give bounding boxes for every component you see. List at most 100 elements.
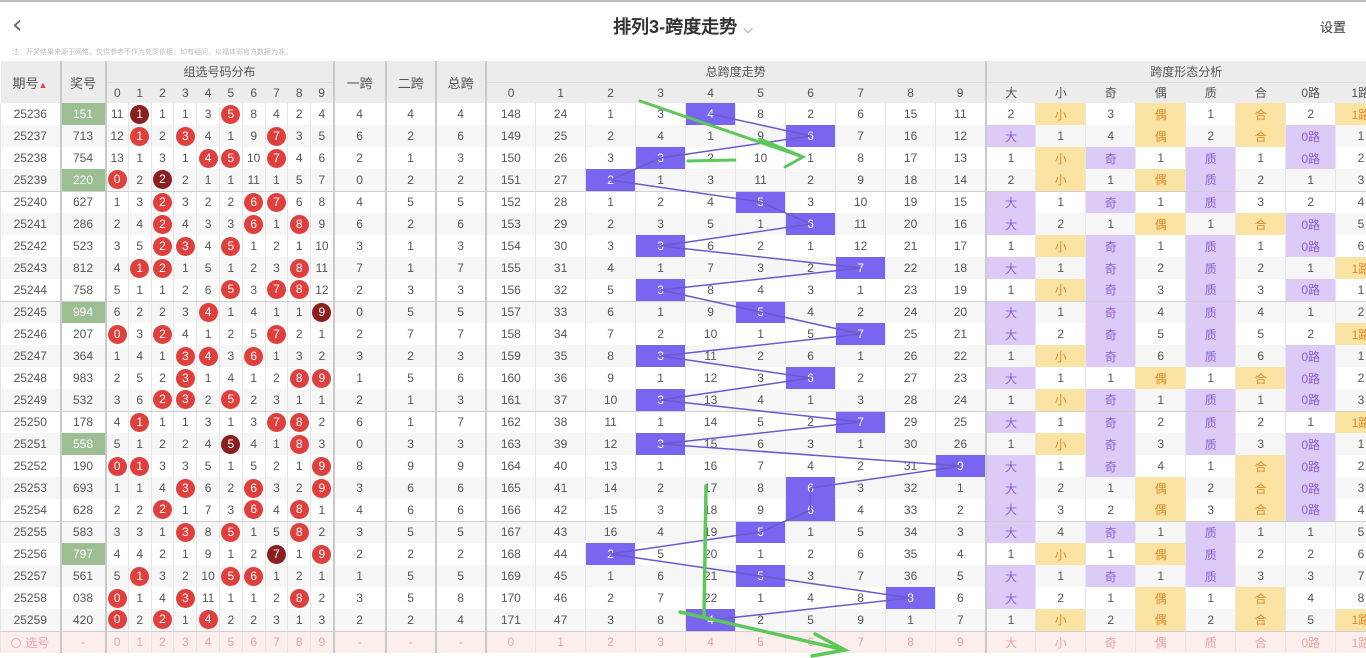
select-form[interactable]: 质: [1185, 631, 1236, 653]
select-label[interactable]: 选号: [0, 631, 62, 653]
trend-cell: 154: [485, 235, 536, 257]
dist-cell: 4: [196, 147, 220, 169]
total-span-cell: 3: [435, 433, 487, 455]
dist-digit-header: 4: [196, 81, 220, 103]
select-dist-digit[interactable]: 9: [310, 631, 335, 653]
dist-cell: 5: [218, 565, 243, 587]
span1-cell: 3: [333, 235, 387, 257]
select-trend-digit[interactable]: 5: [735, 631, 786, 653]
select-dist-digit[interactable]: 3: [173, 631, 197, 653]
select-dist-digit[interactable]: 5: [218, 631, 243, 653]
dist-cell: 1: [287, 609, 311, 632]
select-form[interactable]: 偶: [1135, 631, 1186, 653]
trend-cell: 156: [485, 279, 536, 302]
select-form[interactable]: 奇: [1085, 631, 1136, 653]
form-cell: 1: [985, 147, 1036, 169]
prize-cell: 561: [60, 565, 107, 587]
select-trend-digit[interactable]: 8: [885, 631, 936, 653]
trend-cell: 6: [785, 345, 836, 367]
page-title[interactable]: 排列3-跨度走势⌵: [0, 13, 1366, 39]
number-ball: 3: [175, 478, 195, 498]
select-trend-digit[interactable]: 4: [685, 631, 736, 653]
trend-cell: 8: [835, 587, 886, 609]
select-dist-digit[interactable]: 0: [105, 631, 129, 653]
total-span-cell: 5: [435, 521, 487, 543]
select-trend-digit[interactable]: 9: [935, 631, 987, 653]
form-cell: 合: [1235, 213, 1286, 235]
select-trend-digit[interactable]: 2: [585, 631, 636, 653]
trend-cell: 153: [485, 213, 536, 235]
trend-cell: 4: [735, 389, 786, 412]
form-cell: 大: [985, 191, 1036, 213]
select-trend-digit[interactable]: 1: [535, 631, 586, 653]
form-cell: 3: [1235, 433, 1286, 455]
select-form[interactable]: 0路: [1285, 631, 1336, 653]
trend-cell: 10: [835, 191, 886, 213]
dist-cell: 9: [241, 125, 266, 147]
select-dist-digit[interactable]: 4: [196, 631, 220, 653]
trend-cell: 6: [585, 301, 636, 323]
dist-cell: 2: [105, 367, 129, 389]
select-trend-digit[interactable]: 0: [485, 631, 536, 653]
trend-cell: 44: [535, 543, 586, 565]
select-dist-digit[interactable]: 2: [150, 631, 174, 653]
dist-cell: 7: [264, 191, 288, 213]
select-dist-digit[interactable]: 8: [287, 631, 311, 653]
select-trend-digit[interactable]: 7: [835, 631, 886, 653]
trend-cell: 2: [835, 367, 886, 389]
back-chevron-icon[interactable]: ‹: [12, 10, 23, 40]
sort-icon[interactable]: ▲: [38, 79, 48, 90]
select-form[interactable]: 大: [985, 631, 1036, 653]
form-cell: 6: [1135, 345, 1186, 367]
dist-cell: 8: [287, 257, 311, 279]
select-dist-digit[interactable]: 1: [127, 631, 152, 653]
dist-cell: 2: [287, 323, 311, 345]
issue-cell: 25237: [0, 125, 62, 147]
select-dist-digit[interactable]: 7: [264, 631, 288, 653]
select-form[interactable]: 合: [1235, 631, 1286, 653]
select-trend-digit[interactable]: 6: [785, 631, 836, 653]
chevron-down-icon[interactable]: ⌵: [743, 21, 753, 36]
select-form[interactable]: 小: [1035, 631, 1086, 653]
trend-hit-cell: 6: [785, 125, 836, 147]
form-cell: 4: [1335, 191, 1366, 213]
span2-cell: 2: [385, 543, 437, 565]
settings-button[interactable]: 设置: [1319, 20, 1346, 35]
header-issue[interactable]: 期号▲: [0, 61, 62, 103]
dist-cell: 5: [218, 147, 243, 169]
select-dist-digit[interactable]: 6: [241, 631, 266, 653]
select-form[interactable]: 1路: [1335, 631, 1366, 653]
checkbox-icon[interactable]: [11, 637, 22, 648]
select-trend-digit[interactable]: 3: [635, 631, 686, 653]
dist-cell: 2: [218, 191, 243, 213]
dist-cell: 0: [105, 609, 129, 632]
trend-cell: 33: [885, 499, 936, 522]
dist-cell: 2: [287, 565, 311, 587]
